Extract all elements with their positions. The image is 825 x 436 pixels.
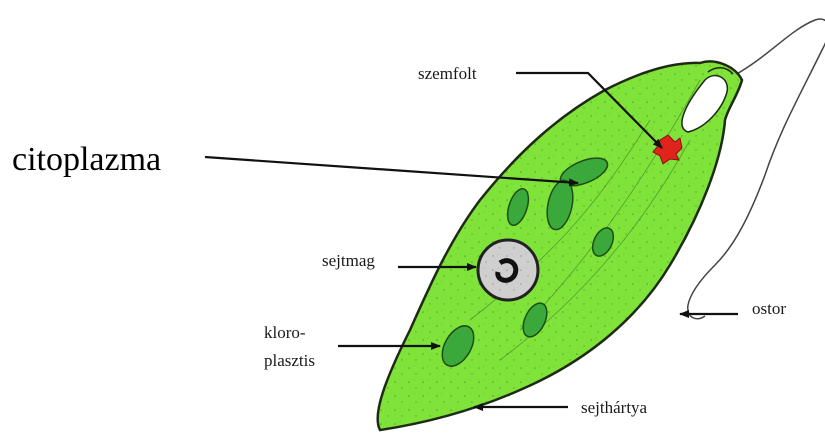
label-citoplazma: citoplazma bbox=[12, 141, 161, 178]
label-szemfolt: szemfolt bbox=[418, 64, 477, 83]
label-sejthartya: sejthártya bbox=[581, 398, 648, 417]
label-kloroplasztis-line2: plasztis bbox=[264, 351, 315, 370]
label-sejtmag: sejtmag bbox=[322, 251, 375, 270]
label-ostor: ostor bbox=[752, 299, 786, 318]
nucleus bbox=[478, 240, 538, 300]
label-kloroplasztis-line1: kloro- bbox=[264, 323, 306, 342]
